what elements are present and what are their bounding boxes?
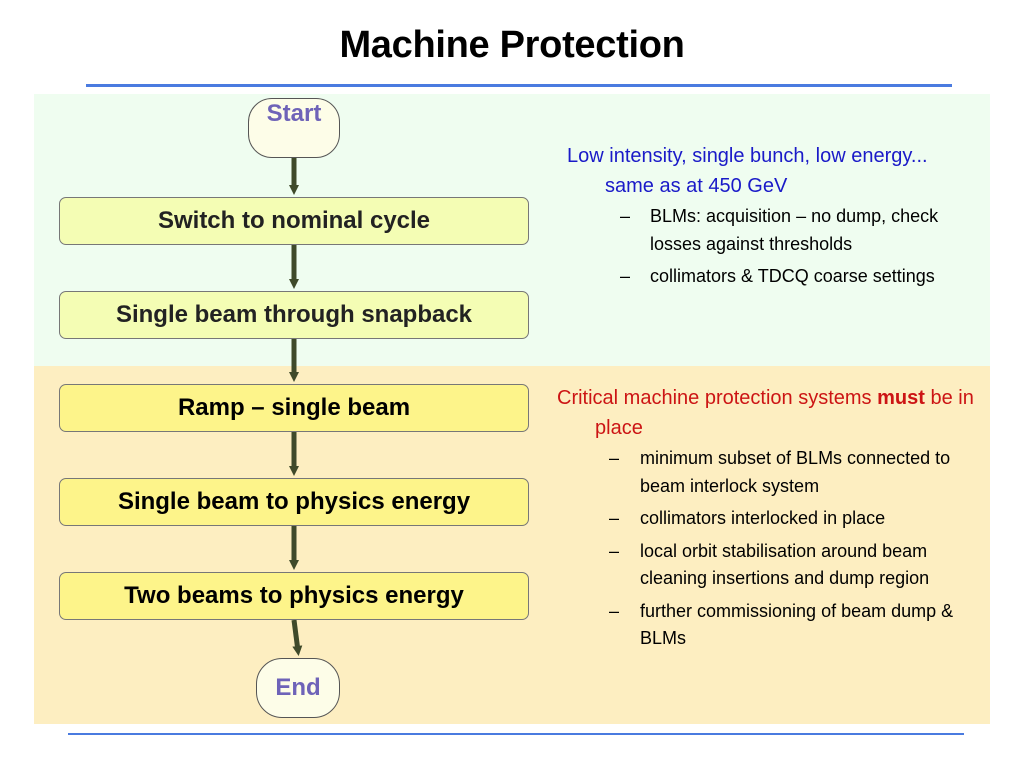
list-item: –collimators & TDCQ coarse settings (567, 263, 977, 291)
critical-heading-end: be in place (595, 387, 974, 439)
step-single-beam-snapback: Single beam through snapback (59, 291, 529, 339)
bullet-dash: – (620, 206, 631, 226)
flow-end: End (256, 658, 340, 718)
bullet-dash: – (609, 540, 620, 561)
bullet-dash: – (620, 266, 631, 286)
bullet-dash: – (609, 508, 620, 528)
list-item-text: further commissioning of beam dump & BLM… (640, 600, 954, 649)
critical-heading-start: Critical machine protection systems (557, 387, 872, 409)
title-divider (86, 84, 952, 87)
page-title: Machine Protection (339, 24, 685, 66)
list-item-text: minimum subset of BLMs connected to beam… (640, 448, 951, 496)
step-ramp-single-beam: Ramp – single beam (59, 384, 529, 432)
critical-list: –minimum subset of BLMs connected to bea… (557, 445, 982, 653)
list-item: –minimum subset of BLMs connected to bea… (557, 445, 982, 500)
list-item: –BLMs: acquisition – no dump, check loss… (567, 203, 977, 258)
list-item-text: local orbit stabilisation around beam cl… (640, 540, 930, 589)
footer-divider (68, 733, 964, 735)
bullet-dash: – (609, 600, 620, 621)
step-two-beams-physics: Two beams to physics energy (59, 572, 529, 620)
list-item: –local orbit stabilisation around beam c… (557, 538, 982, 593)
critical-heading-emphasis: must (877, 387, 925, 409)
critical-note: Critical machine protection systems must… (557, 383, 982, 658)
flow-start: Start (248, 98, 340, 158)
low-intensity-heading: Low intensity, single bunch, low energy.… (567, 145, 928, 197)
bullet-dash: – (609, 448, 620, 468)
list-item-text: collimators & TDCQ coarse settings (650, 266, 935, 286)
list-item-text: BLMs: acquisition – no dump, check losse… (650, 206, 939, 254)
list-item-text: collimators interlocked in place (640, 508, 886, 528)
list-item: –collimators interlocked in place (557, 505, 982, 533)
low-intensity-list: –BLMs: acquisition – no dump, check loss… (567, 203, 977, 291)
step-switch-nominal-cycle: Switch to nominal cycle (59, 197, 529, 245)
step-single-beam-physics: Single beam to physics energy (59, 478, 529, 526)
low-intensity-note: Low intensity, single bunch, low energy.… (567, 141, 977, 296)
critical-heading: Critical machine protection systems must… (557, 383, 982, 443)
list-item: –further commissioning of beam dump & BL… (557, 598, 982, 653)
